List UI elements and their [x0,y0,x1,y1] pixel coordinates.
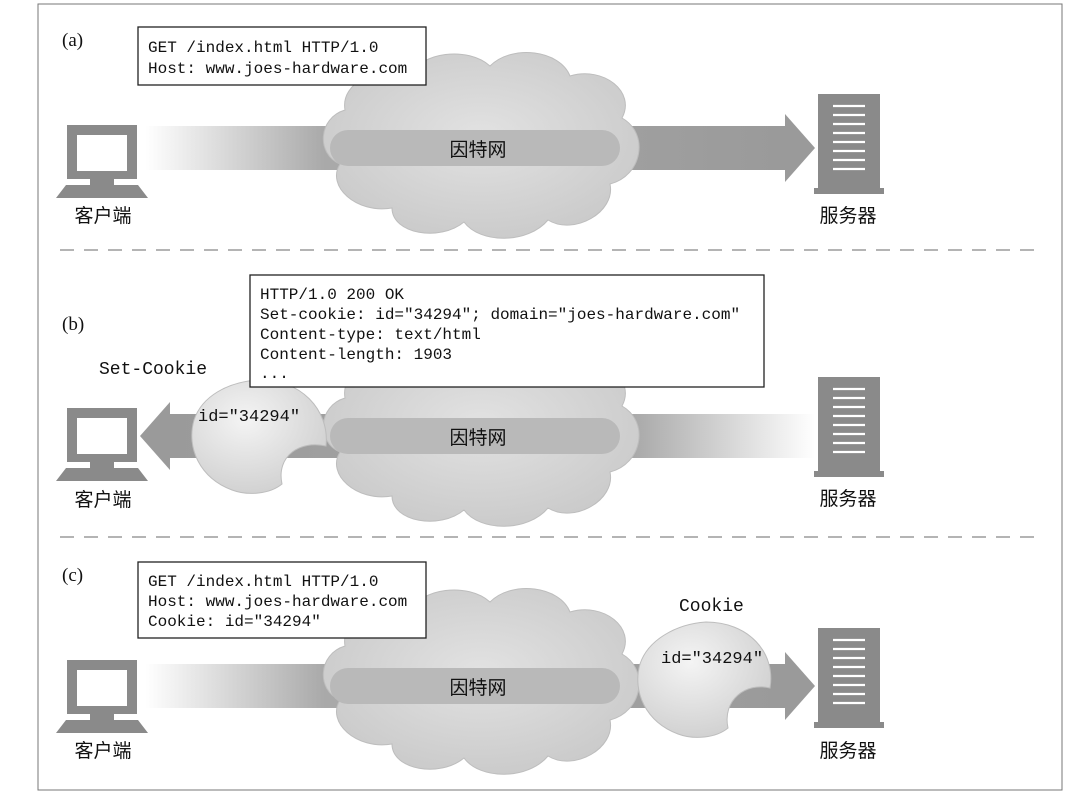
client-computer-icon [56,660,148,733]
internet-label: 因特网 [449,139,506,161]
message-line: GET /index.html HTTP/1.0 [148,39,378,57]
panel-b: (b) 因特网 id="34294" Set-Cookie HTTP/1.0 2… [56,274,884,527]
message-line: Host: www.joes-hardware.com [148,593,407,611]
server-label: 服务器 [819,205,876,227]
http-response-box: HTTP/1.0 200 OK Set-cookie: id="34294"; … [249,274,765,388]
client-computer-icon [56,408,148,481]
client-label: 客户端 [74,740,131,762]
message-line: Content-length: 1903 [260,346,452,364]
http-request-box: GET /index.html HTTP/1.0 Host: www.joes-… [137,26,427,86]
cookie-value: id="34294" [661,650,763,669]
cookie-disc: id="34294" [191,379,327,494]
internet-label: 因特网 [449,427,506,449]
message-line: Cookie: id="34294" [148,613,321,631]
cookie-title: Cookie [679,597,744,617]
server-icon [814,377,884,477]
server-label: 服务器 [819,740,876,762]
panel-label: (b) [62,314,84,335]
message-line: HTTP/1.0 200 OK [260,286,404,304]
panel-a: (a) 因特网 GET /index.html HTTP/1.0 Host: w… [56,26,884,239]
client-computer-icon [56,125,148,198]
figure-frame [37,3,1063,791]
internet-cloud: 因特网 [322,52,640,239]
server-icon [814,628,884,728]
panel-c: (c) 因特网 id="34294" Cookie GET /index.htm… [56,561,884,775]
server-label: 服务器 [819,488,876,510]
panel-label: (a) [62,30,83,51]
client-label: 客户端 [74,489,131,511]
server-icon [814,94,884,194]
panel-label: (c) [62,565,83,586]
message-line: Host: www.joes-hardware.com [148,60,407,78]
message-line: Content-type: text/html [260,326,481,344]
cookie-disc: id="34294" [637,621,772,738]
message-line: GET /index.html HTTP/1.0 [148,573,378,591]
message-line: ... [260,365,289,383]
http-request-box: GET /index.html HTTP/1.0 Host: www.joes-… [137,561,427,639]
set-cookie-title: Set-Cookie [99,360,207,380]
message-line: Set-cookie: id="34294"; domain="joes-har… [260,306,740,324]
internet-label: 因特网 [449,677,506,699]
cookie-value: id="34294" [198,408,300,427]
client-label: 客户端 [74,205,131,227]
